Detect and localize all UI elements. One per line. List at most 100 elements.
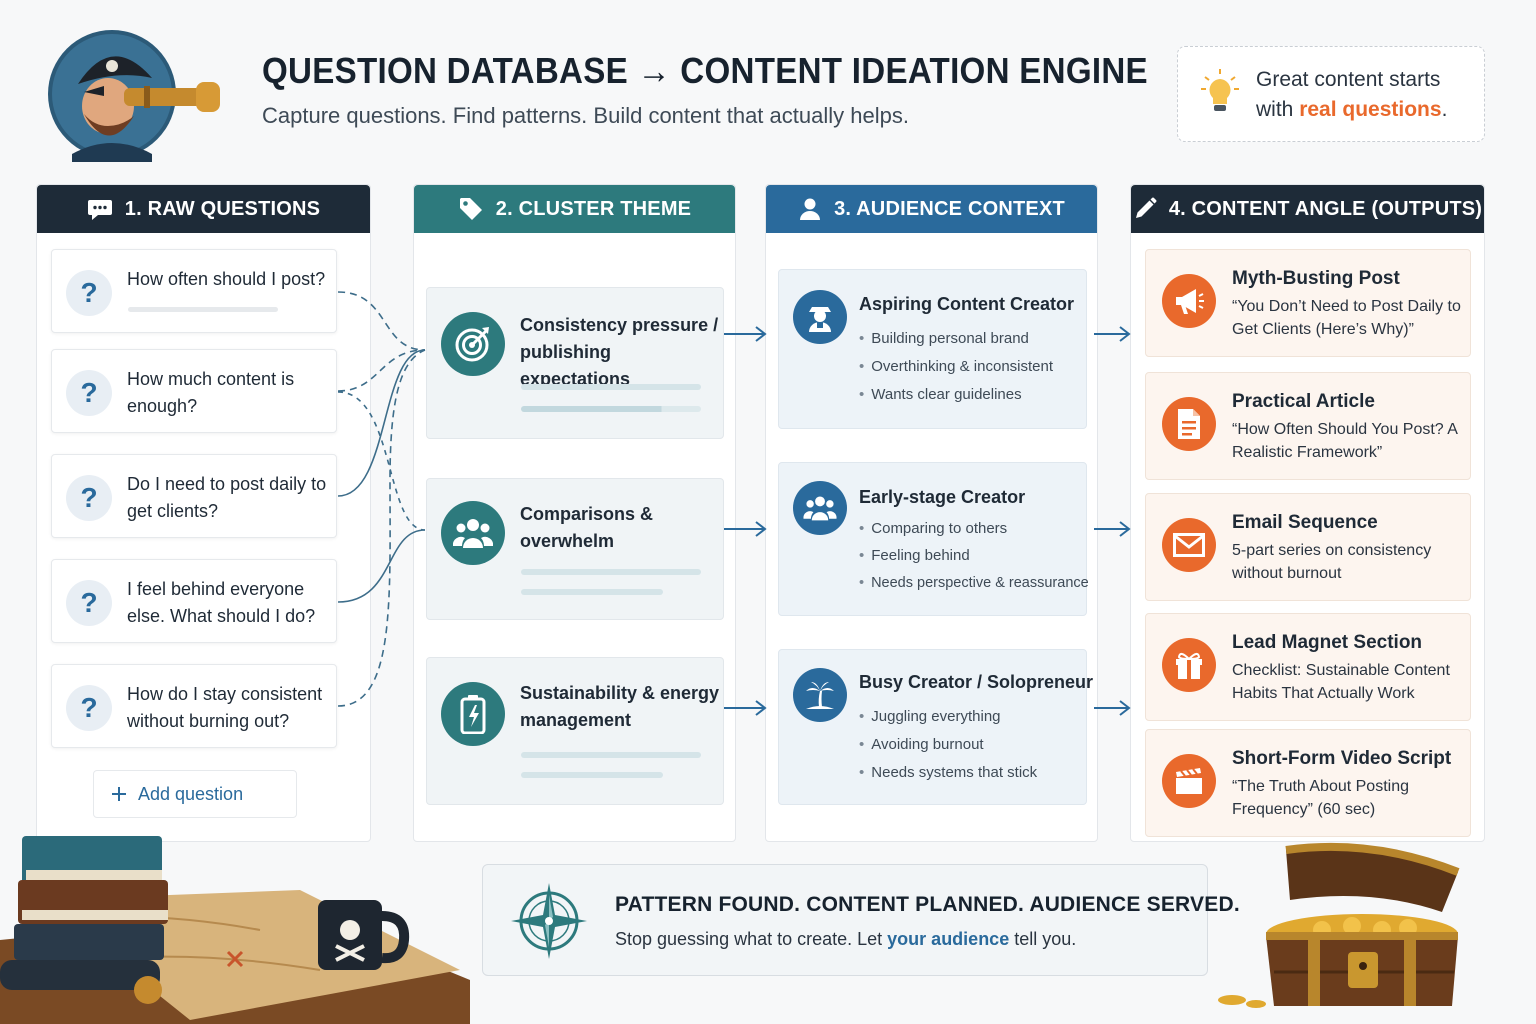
lightbulb-icon: [1201, 69, 1239, 111]
output-card[interactable]: Email Sequence 5-part series on consiste…: [1145, 493, 1471, 601]
target-icon: [441, 312, 505, 376]
placeholder-bar: [521, 589, 663, 595]
audience-card-early[interactable]: Early-stage Creator Comparing to others …: [778, 462, 1089, 616]
chat-bubble-icon: [87, 200, 112, 220]
audience-bullet: Feeling behind: [859, 547, 969, 564]
audience-context-title: 3. AUDIENCE CONTEXT: [834, 197, 1065, 220]
raw-questions-header: 1. RAW QUESTIONS: [37, 185, 370, 233]
placeholder-bar: [521, 752, 701, 758]
add-question-label: Add question: [138, 783, 244, 804]
plus-icon: [112, 787, 126, 801]
output-title: Email Sequence: [1232, 512, 1378, 533]
question-card[interactable]: ? I feel behind everyone else. What shou…: [51, 559, 337, 643]
placeholder-bar: [521, 384, 701, 390]
summary-banner: PATTERN FOUND. CONTENT PLANNED. AUDIENCE…: [482, 864, 1240, 976]
cluster-theme-column: 2. CLUSTER THEME Consistency pressure / …: [413, 184, 736, 842]
theme-text: Consistency pressure / publishing expect…: [520, 315, 719, 389]
audience-bullet: Needs systems that stick: [859, 764, 1037, 781]
audience-bullet: Wants clear guidelines: [859, 386, 1021, 403]
island-icon: [793, 668, 847, 722]
question-text: How often should I post?: [127, 269, 326, 289]
question-card[interactable]: ? How do I stay consistent without burni…: [51, 664, 337, 748]
theme-card-sustainability[interactable]: Sustainability & energy management: [426, 657, 724, 805]
tip-line-2: with real questions.: [1256, 95, 1447, 125]
cluster-theme-header: 2. CLUSTER THEME: [414, 185, 735, 233]
tag-icon: [459, 198, 482, 220]
audience-bullet: Comparing to others: [859, 520, 1007, 537]
pencil-icon: [1135, 197, 1157, 218]
question-mark-icon: ?: [66, 580, 112, 626]
audience-bullet: Juggling everything: [859, 708, 1000, 725]
output-card[interactable]: Myth-Busting Post “You Don’t Need to Pos…: [1145, 249, 1471, 357]
output-card[interactable]: Practical Article “How Often Should You …: [1145, 372, 1471, 480]
banner-subtitle: Stop guessing what to create. Let your a…: [615, 929, 1076, 950]
output-text: Checklist: Sustainable Content Habits Th…: [1232, 662, 1450, 702]
treasure-chest-illustration: [1218, 842, 1460, 1008]
theme-text: Sustainability & energy management: [520, 683, 720, 730]
envelope-icon: [1162, 518, 1216, 572]
output-text: “How Often Should You Post? A Realistic …: [1232, 421, 1458, 461]
theme-card-comparisons[interactable]: Comparisons & overwhelm: [426, 478, 724, 620]
desk-books-map-mug-illustration: [0, 836, 470, 1024]
raw-questions-title: 1. RAW QUESTIONS: [124, 197, 321, 220]
question-mark-icon: ?: [66, 370, 112, 416]
question-mark-icon: ?: [66, 475, 112, 521]
page-title: QUESTION DATABASE → CONTENT IDEATION ENG…: [262, 50, 1148, 91]
question-text: How do I stay consistent without burning…: [127, 684, 323, 731]
tip-line-2-suffix: .: [1441, 98, 1448, 121]
add-question-button[interactable]: Add question: [93, 770, 297, 818]
output-title: Practical Article: [1232, 391, 1375, 412]
audience-card-busy[interactable]: Busy Creator / Solopreneur Juggling ever…: [778, 649, 1093, 805]
gift-icon: [1162, 638, 1216, 692]
placeholder-line: [128, 307, 278, 312]
audience-bullet: Building personal brand: [859, 330, 1029, 347]
theme-card-consistency[interactable]: Consistency pressure / publishing expect…: [426, 287, 724, 439]
audience-context-header: 3. AUDIENCE CONTEXT: [766, 185, 1097, 233]
person-icon: [800, 198, 821, 220]
question-text: Do I need to post daily to get clients?: [127, 474, 327, 521]
creator-icon: [793, 290, 847, 344]
tip-line-2-prefix: with: [1256, 98, 1300, 121]
group-icon: [441, 501, 505, 565]
cluster-theme-title: 2. CLUSTER THEME: [495, 197, 692, 220]
content-angle-title: 4. CONTENT ANGLE (OUTPUTS): [1168, 197, 1483, 220]
banner-sub-prefix: Stop guessing what to create. Let: [615, 929, 888, 949]
content-angle-column: 4. CONTENT ANGLE (OUTPUTS) Myth-Busting …: [1130, 184, 1485, 842]
clapper-icon: [1162, 754, 1216, 808]
audience-title: Aspiring Content Creator: [859, 294, 1075, 314]
question-card[interactable]: ? How much content is enough?: [51, 349, 337, 433]
audience-context-column: 3. AUDIENCE CONTEXT Aspiring Content Cre…: [765, 184, 1098, 842]
output-text: “The Truth About Posting Frequency” (60 …: [1232, 778, 1409, 818]
theme-text: Comparisons & overwhelm: [520, 504, 654, 551]
output-title: Myth-Busting Post: [1232, 268, 1400, 289]
placeholder-bar: [521, 569, 701, 575]
output-title: Lead Magnet Section: [1232, 632, 1423, 653]
group-icon: [793, 481, 847, 535]
document-icon: [1162, 397, 1216, 451]
content-angle-header: 4. CONTENT ANGLE (OUTPUTS): [1131, 185, 1484, 233]
battery-icon: [441, 682, 505, 746]
tip-highlight: real questions: [1299, 98, 1442, 121]
question-text: How much content is enough?: [127, 369, 295, 416]
audience-card-aspiring[interactable]: Aspiring Content Creator Building person…: [778, 269, 1087, 429]
output-text: 5-part series on consistency without bur…: [1232, 542, 1432, 582]
audience-bullet: Needs perspective & reassurance: [859, 575, 1089, 591]
audience-bullet: Avoiding burnout: [859, 736, 983, 753]
audience-bullet: Overthinking & inconsistent: [859, 358, 1053, 375]
question-mark-icon: ?: [66, 270, 112, 316]
output-card[interactable]: Short-Form Video Script “The Truth About…: [1145, 729, 1471, 837]
tip-line-1: Great content starts: [1256, 68, 1441, 91]
tip-callout: Great content starts with real questions…: [1177, 46, 1485, 142]
compass-rose-icon: [511, 883, 587, 959]
banner-highlight: your audience: [887, 929, 1010, 949]
tip-text: Great content starts with real questions…: [1256, 65, 1447, 125]
output-card[interactable]: Lead Magnet Section Checklist: Sustainab…: [1145, 613, 1471, 721]
question-card[interactable]: ? How often should I post?: [51, 249, 337, 333]
output-title: Short-Form Video Script: [1232, 748, 1452, 769]
question-card[interactable]: ? Do I need to post daily to get clients…: [51, 454, 337, 538]
question-text: I feel behind everyone else. What should…: [127, 579, 316, 626]
banner-sub-suffix: tell you.: [1009, 929, 1077, 949]
audience-title: Busy Creator / Solopreneur: [859, 672, 1094, 692]
page-subtitle: Capture questions. Find patterns. Build …: [262, 103, 909, 128]
placeholder-bar: [521, 772, 663, 778]
